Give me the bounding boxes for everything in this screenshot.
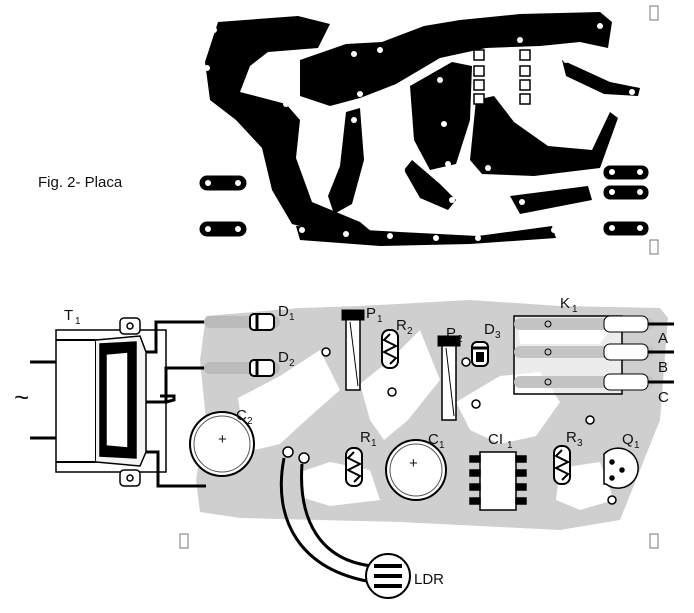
p2-label: P — [446, 325, 456, 342]
r2-sub: 2 — [407, 326, 413, 337]
terminal-a: A — [658, 330, 668, 347]
c2-plus: + — [218, 431, 227, 448]
transformer-sub: 1 — [75, 316, 81, 327]
p2-sub: 2 — [457, 334, 463, 345]
d1-label: D — [278, 303, 289, 320]
c2-sub: 2 — [247, 416, 253, 427]
d2-label: D — [278, 349, 289, 366]
relay-k1 — [513, 315, 654, 395]
board-pads — [282, 347, 617, 505]
k1-sub: 1 — [572, 304, 578, 315]
r2-label: R — [396, 317, 407, 334]
resistor-r2 — [381, 329, 399, 369]
q1-sub: 1 — [634, 440, 640, 451]
ac-symbol: ~ — [14, 382, 29, 412]
r3-label: R — [566, 429, 577, 446]
figure-caption: Fig. 2- Placa — [38, 174, 123, 191]
ic-ci1 — [469, 451, 527, 511]
transformer-secondary-wires — [146, 320, 206, 488]
registration-marks — [179, 5, 659, 549]
ldr — [365, 553, 411, 599]
copper-layout — [199, 12, 649, 246]
c2-label: C — [236, 407, 247, 424]
ci1-sub: 1 — [507, 440, 513, 451]
transformer-t1 — [30, 317, 176, 487]
output-wires — [648, 322, 674, 384]
c1-plus: + — [409, 455, 418, 472]
diode-d2 — [204, 359, 280, 377]
capacitor-c2 — [189, 411, 255, 477]
ldr-leads — [279, 457, 373, 584]
transformer-label: T — [64, 307, 73, 324]
r1-label: R — [360, 429, 371, 446]
terminal-b: B — [658, 359, 668, 376]
d2-sub: 2 — [289, 358, 295, 369]
r3-sub: 3 — [577, 438, 583, 449]
d1-sub: 1 — [289, 312, 295, 323]
capacitor-c1 — [385, 439, 447, 501]
ldr-label: LDR — [414, 571, 444, 588]
transistor-q1 — [603, 447, 639, 489]
trimmer-p1 — [341, 309, 365, 391]
terminal-c: C — [658, 389, 669, 406]
d3-label: D — [484, 321, 495, 338]
k1-label: K — [560, 295, 570, 312]
q1-label: Q — [622, 431, 634, 448]
diode-d1 — [204, 313, 280, 331]
resistor-r3 — [553, 445, 571, 485]
p1-sub: 1 — [377, 314, 383, 325]
c1-label: C — [428, 431, 439, 448]
ci1-label: CI — [488, 431, 503, 448]
trimmer-p2 — [437, 335, 461, 421]
c1-sub: 1 — [439, 440, 445, 451]
copper-holes — [204, 23, 643, 241]
resistor-r1 — [345, 447, 363, 487]
d3-sub: 3 — [495, 330, 501, 341]
ic-pads-top — [473, 49, 531, 105]
r1-sub: 1 — [371, 438, 377, 449]
p1-label: P — [366, 305, 376, 322]
diode-d3 — [471, 341, 489, 367]
